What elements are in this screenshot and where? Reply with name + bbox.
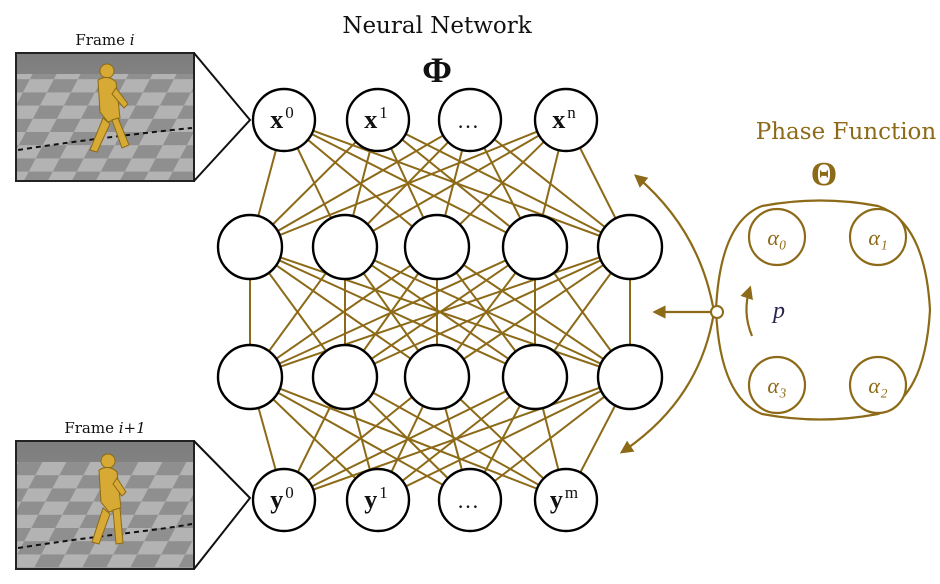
phase-arrow-to-input-weights: [633, 174, 716, 313]
connection-edge: [344, 246, 631, 378]
connection-edge: [377, 376, 631, 501]
svg-text:α₂: α₂: [868, 373, 888, 398]
svg-text:α₀: α₀: [767, 225, 786, 250]
frame-i-plus-1-caption: Frame i+1: [64, 419, 145, 437]
phase-function-symbol: Θ: [811, 156, 837, 193]
network-title: Neural Network: [342, 13, 532, 39]
frame-i-panel: Frame i: [15, 31, 195, 182]
connection-edge: [377, 119, 631, 248]
hidden-layer-1-node-4: [596, 213, 664, 281]
node-label: …: [457, 488, 479, 513]
input-node-2: …: [437, 87, 503, 153]
frame-i-caption: Frame i: [75, 31, 134, 49]
connection-edge: [249, 119, 471, 248]
phase-variable-label: p: [771, 298, 785, 324]
alpha-node-2: α₂: [848, 355, 908, 415]
hidden-layer-2-node-0: [216, 343, 284, 411]
frame-i-render: [15, 52, 195, 182]
hidden-layer-2-node-2: [403, 343, 471, 411]
svg-text:α₃: α₃: [767, 373, 786, 398]
phase-function-title: Phase Function: [756, 119, 937, 145]
phase-rotation-arrow: [740, 285, 754, 337]
alpha-node-3: α₃: [747, 355, 807, 415]
hidden-layer-1-node-3: [501, 213, 569, 281]
frame-i-plus-1-panel: Frame i+1: [15, 419, 195, 570]
alpha-node-1: α₁: [848, 207, 908, 267]
phase-function: Phase Function Θ α₀ α₁ α₃ α₂ p: [619, 119, 937, 454]
alpha-node-0: α₀: [747, 207, 807, 267]
hidden-layer-2-node-1: [311, 343, 379, 411]
output-node-2: …: [437, 467, 503, 533]
network-symbol: Φ: [422, 50, 452, 90]
hidden-layer-2-node-4: [596, 343, 664, 411]
connection-edge: [249, 246, 631, 378]
node-label: …: [457, 108, 479, 133]
hidden-layer-1-node-0: [216, 213, 284, 281]
connection-edge: [283, 376, 631, 501]
frame-callout-lines: [193, 52, 252, 570]
phase-source-point: [710, 305, 724, 319]
connection-edge: [344, 119, 567, 248]
character-figure: [89, 63, 130, 153]
phase-arrow-to-output-weights: [619, 311, 716, 454]
network-connections: [249, 119, 631, 501]
hidden-layer-2-node-3: [501, 343, 569, 411]
connection-edge: [283, 376, 536, 501]
hidden-layer-1-node-2: [403, 213, 471, 281]
hidden-layer-1-node-1: [311, 213, 379, 281]
connection-edge: [469, 376, 631, 501]
svg-text:α₁: α₁: [868, 225, 887, 250]
frame-i-plus-1-render: [15, 440, 195, 570]
connection-edge: [249, 119, 567, 248]
connection-edge: [249, 246, 536, 378]
connection-edge: [436, 246, 631, 378]
connection-edge: [249, 246, 438, 378]
character-figure: [91, 453, 127, 545]
